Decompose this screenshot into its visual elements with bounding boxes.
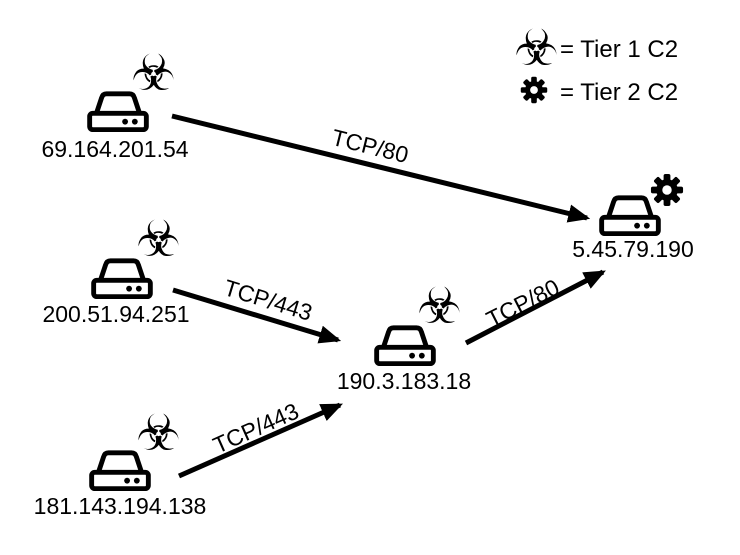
- node-ip-label: 181.143.194.138: [33, 493, 207, 519]
- gear-icon: [650, 173, 684, 207]
- node-ip-label: 5.45.79.190: [572, 236, 694, 262]
- server-icon: [91, 258, 153, 299]
- biohazard-icon: ☣: [417, 277, 462, 335]
- server-icon: [89, 450, 151, 491]
- biohazard-icon: ☣: [131, 44, 176, 102]
- node-ip-label: 190.3.183.18: [336, 368, 472, 394]
- biohazard-icon: ☣: [136, 404, 181, 462]
- edge-label-tcp80-right: TCP/80: [482, 273, 564, 333]
- edge-arrow-69-164-201-54-to-5-45-79-190: [171, 113, 591, 223]
- biohazard-icon: ☣: [514, 19, 559, 77]
- edge-label-tcp443-bottom: TCP/443: [209, 397, 303, 459]
- gear-icon: [520, 76, 548, 104]
- biohazard-icon: ☣: [136, 210, 181, 268]
- node-ip-label: 69.164.201.54: [41, 136, 189, 162]
- server-icon: [374, 325, 436, 366]
- edge-label-tcp443-middle: TCP/443: [220, 274, 316, 326]
- legend-tier2-label: = Tier 2 C2: [560, 79, 679, 106]
- server-icon: [87, 91, 149, 132]
- edge-label-tcp80-top: TCP/80: [329, 123, 412, 169]
- server-icon: [599, 195, 661, 236]
- legend-tier1-label: = Tier 1 C2: [560, 36, 679, 63]
- node-ip-label: 200.51.94.251: [42, 301, 190, 327]
